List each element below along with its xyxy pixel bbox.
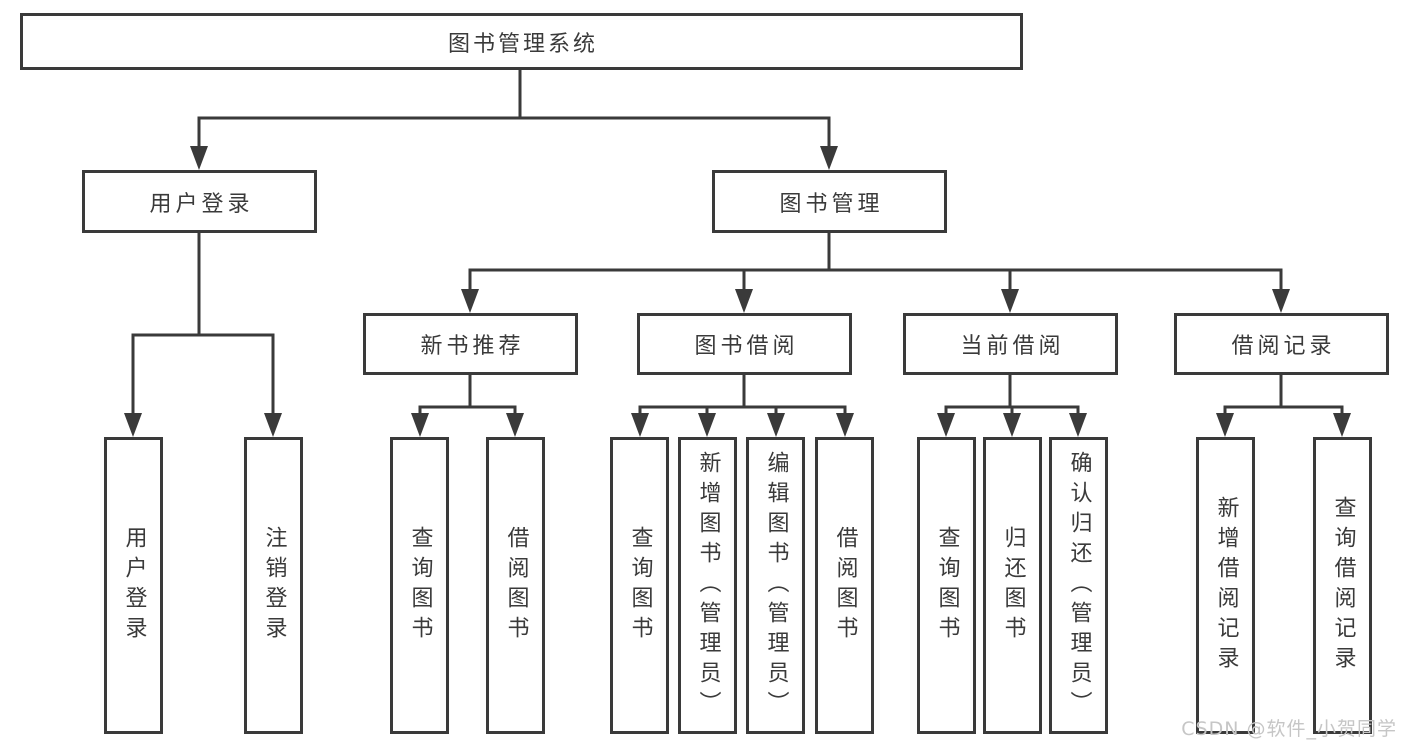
leaf-cb-return-books-label: 归还图书: [1000, 525, 1026, 646]
node-book-borrowing: 图书借阅: [637, 313, 852, 375]
leaf-cb-query-books: 查询图书: [917, 437, 976, 734]
leaf-cb-query-books-label: 查询图书: [934, 525, 960, 646]
leaf-bb-add-books-admin-label: 新增图书（管理员）: [695, 450, 721, 721]
arrowheads: [124, 146, 1351, 437]
node-new-book-recommend: 新书推荐: [363, 313, 578, 375]
leaf-cb-confirm-return-admin-label: 确认归还（管理员）: [1066, 450, 1092, 721]
leaf-user-login: 用户登录: [104, 437, 163, 734]
leaf-cb-return-books: 归还图书: [983, 437, 1042, 734]
node-current-borrowing-label: 当前借阅: [960, 334, 1065, 359]
leaf-nb-query-books-label: 查询图书: [407, 525, 433, 646]
leaf-nb-borrow-books-label: 借阅图书: [503, 525, 529, 646]
leaf-br-add-record-label: 新增借阅记录: [1213, 495, 1239, 676]
leaf-logout: 注销登录: [244, 437, 303, 734]
leaf-nb-borrow-books: 借阅图书: [486, 437, 545, 734]
leaf-br-add-record: 新增借阅记录: [1196, 437, 1255, 734]
leaf-br-query-record-label: 查询借阅记录: [1330, 495, 1356, 676]
node-user-login-label: 用户登录: [149, 191, 254, 217]
node-user-login: 用户登录: [82, 170, 317, 233]
node-root-label: 图书管理系统: [447, 31, 598, 57]
leaf-cb-confirm-return-admin: 确认归还（管理员）: [1049, 437, 1108, 734]
leaf-bb-add-books-admin: 新增图书（管理员）: [678, 437, 737, 734]
leaf-br-query-record: 查询借阅记录: [1313, 437, 1372, 734]
leaf-bb-query-books-label: 查询图书: [627, 525, 653, 646]
leaf-logout-label: 注销登录: [261, 525, 287, 646]
leaf-bb-query-books: 查询图书: [610, 437, 669, 734]
node-new-book-recommend-label: 新书推荐: [420, 334, 525, 359]
node-root: 图书管理系统: [20, 13, 1023, 70]
node-current-borrowing: 当前借阅: [903, 313, 1118, 375]
leaf-bb-borrow-books: 借阅图书: [815, 437, 874, 734]
leaf-bb-edit-books-admin-label: 编辑图书（管理员）: [763, 450, 789, 721]
node-borrowing-records-label: 借阅记录: [1231, 334, 1336, 359]
leaf-bb-edit-books-admin: 编辑图书（管理员）: [746, 437, 805, 734]
node-book-borrowing-label: 图书借阅: [694, 334, 799, 359]
leaf-user-login-label: 用户登录: [121, 525, 147, 646]
node-borrowing-records: 借阅记录: [1174, 313, 1389, 375]
leaf-bb-borrow-books-label: 借阅图书: [832, 525, 858, 646]
node-book-management: 图书管理: [712, 170, 947, 233]
leaf-nb-query-books: 查询图书: [390, 437, 449, 734]
watermark: CSDN @软件_小贺同学: [1181, 718, 1397, 740]
node-book-management-label: 图书管理: [779, 191, 884, 217]
